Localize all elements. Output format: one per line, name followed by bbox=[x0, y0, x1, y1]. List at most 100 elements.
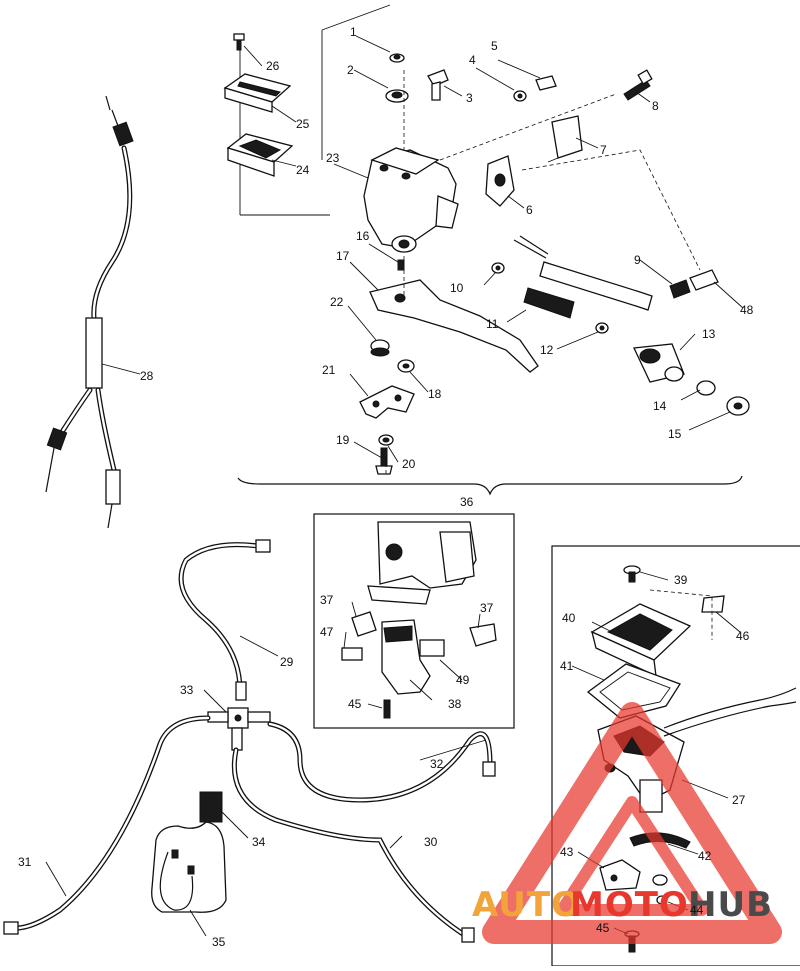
part-15-washer bbox=[726, 396, 750, 416]
part-10-washer bbox=[491, 262, 505, 274]
callout-20: 20 bbox=[402, 457, 416, 471]
part-17-brake-lever bbox=[369, 279, 539, 373]
part-35-protective-cover bbox=[151, 821, 227, 913]
part-13-piston bbox=[633, 343, 685, 383]
bracket-line-top bbox=[321, 4, 391, 160]
callout-17: 17 bbox=[336, 249, 350, 263]
callout-5: 5 bbox=[491, 39, 498, 53]
callout-37-right: 37 bbox=[480, 601, 494, 615]
part-37-clip-left bbox=[351, 611, 377, 637]
callout-16: 16 bbox=[356, 229, 370, 243]
part-29-hose bbox=[178, 542, 261, 693]
callout-36: 36 bbox=[460, 495, 474, 509]
part-6-clamp bbox=[485, 155, 515, 207]
group-brace-36 bbox=[237, 475, 743, 496]
leader-lines-upper bbox=[243, 35, 744, 463]
callout-38: 38 bbox=[448, 697, 462, 711]
watermark-auto: AUTO bbox=[472, 885, 581, 925]
leader-lines-inset1 bbox=[343, 601, 481, 709]
part-25-cover bbox=[223, 73, 292, 113]
part-41-gasket bbox=[586, 663, 681, 719]
leader-lines-hoses bbox=[45, 635, 487, 937]
callout-3: 3 bbox=[466, 91, 473, 105]
part-33-tee-fitting bbox=[207, 707, 271, 751]
part-40-reservoir-cover bbox=[590, 603, 692, 678]
callout-45-inset2: 45 bbox=[596, 921, 610, 935]
part-19-bolt bbox=[375, 447, 393, 475]
callout-28: 28 bbox=[140, 369, 154, 383]
callout-33: 33 bbox=[180, 683, 194, 697]
part-1-nut bbox=[389, 53, 405, 63]
callout-41: 41 bbox=[560, 659, 574, 673]
part-20-nut bbox=[378, 434, 394, 446]
part-11-boot bbox=[523, 287, 575, 319]
callout-39: 39 bbox=[674, 573, 688, 587]
callout-32: 32 bbox=[430, 757, 444, 771]
part-32-hose bbox=[267, 721, 493, 803]
axis-line-3 bbox=[521, 149, 701, 271]
callout-45-inset1: 45 bbox=[348, 697, 362, 711]
upper-assembly bbox=[223, 4, 750, 496]
axis-line-inset2 bbox=[649, 589, 713, 640]
callout-30: 30 bbox=[424, 835, 438, 849]
part-7-bracket bbox=[547, 115, 583, 163]
callout-40: 40 bbox=[562, 611, 576, 625]
callout-26: 26 bbox=[266, 59, 280, 73]
part-9-spring bbox=[669, 279, 691, 299]
callout-34: 34 bbox=[252, 835, 266, 849]
callout-24: 24 bbox=[296, 163, 310, 177]
callout-14: 14 bbox=[653, 399, 667, 413]
part-22-spring bbox=[370, 339, 390, 357]
callout-44: 44 bbox=[690, 903, 704, 917]
callout-25: 25 bbox=[296, 117, 310, 131]
axis-line-2 bbox=[439, 93, 617, 161]
watermark-moto: MOTO bbox=[570, 885, 689, 925]
part-47-pad bbox=[341, 647, 363, 661]
callout-18: 18 bbox=[428, 387, 442, 401]
part-21-switch-bracket bbox=[359, 385, 415, 419]
part-28-throttle-cable bbox=[45, 95, 141, 529]
callout-9: 9 bbox=[634, 253, 641, 267]
part-23-master-cylinder-body bbox=[363, 147, 459, 253]
part-49-pad bbox=[419, 639, 445, 657]
callout-35: 35 bbox=[212, 935, 226, 949]
part-43-switch bbox=[599, 859, 641, 891]
automotohub-watermark bbox=[482, 702, 782, 944]
part-16-pivot-pin bbox=[397, 259, 405, 271]
callout-12: 12 bbox=[540, 343, 554, 357]
callout-8: 8 bbox=[652, 99, 659, 113]
callout-43: 43 bbox=[560, 845, 574, 859]
callout-22: 22 bbox=[330, 295, 344, 309]
hose-assembly bbox=[3, 539, 496, 943]
callout-4: 4 bbox=[469, 53, 476, 67]
part-2-grommet bbox=[385, 89, 409, 103]
part-44-washer bbox=[652, 874, 668, 886]
bracket-line-left bbox=[239, 48, 330, 216]
callout-13: 13 bbox=[702, 327, 716, 341]
part-46-label bbox=[701, 595, 725, 613]
callout-10: 10 bbox=[450, 281, 464, 295]
part-12-washer bbox=[595, 322, 609, 334]
part-45-screw-a bbox=[383, 699, 391, 719]
callout-19: 19 bbox=[336, 433, 350, 447]
callout-1: 1 bbox=[350, 25, 357, 39]
part-37-clip-right bbox=[469, 623, 497, 647]
reservoir-hose-lower bbox=[663, 701, 797, 737]
callout-6: 6 bbox=[526, 203, 533, 217]
part-3-bolt bbox=[427, 69, 449, 101]
callout-37-left: 37 bbox=[320, 593, 334, 607]
part-5-nut bbox=[535, 75, 557, 91]
part-18-nut bbox=[397, 359, 415, 373]
part-8-screw bbox=[623, 69, 653, 101]
callout-2: 2 bbox=[347, 63, 354, 77]
callout-49: 49 bbox=[456, 673, 470, 687]
part-39-screw bbox=[623, 565, 641, 583]
part-26-screw bbox=[233, 33, 245, 51]
part-4-washer bbox=[513, 90, 527, 102]
reservoir-hose-upper bbox=[663, 687, 797, 729]
part-14-seal bbox=[696, 380, 716, 396]
callout-46: 46 bbox=[736, 629, 750, 643]
callout-48: 48 bbox=[740, 303, 754, 317]
